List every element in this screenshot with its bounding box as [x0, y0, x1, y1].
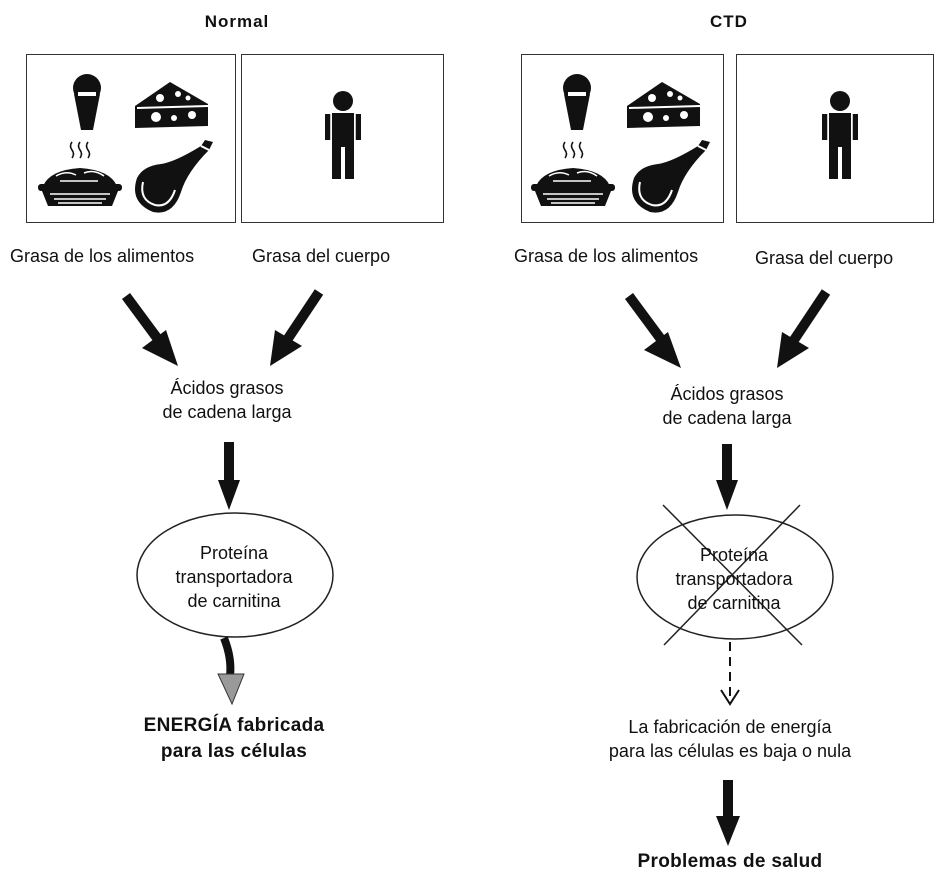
- ctd-food-arrow: [624, 293, 681, 368]
- ctd-dashed-arrow: [720, 642, 740, 706]
- ctd-final-arrow: [716, 780, 740, 846]
- ctd-fatty-acids-line2: de cadena larga: [662, 408, 792, 428]
- normal-protein-line1: Proteína: [199, 543, 269, 563]
- normal-body-arrow: [270, 289, 324, 366]
- person-icon: [324, 90, 362, 180]
- normal-protein-line3: de carnitina: [187, 591, 281, 611]
- ice-cream-cone-icon: [73, 74, 101, 130]
- ctd-title: CTD: [710, 12, 748, 31]
- meat-icon: [631, 139, 711, 214]
- ctd-result: La fabricación de energía para las célul…: [570, 715, 890, 763]
- normal-fatty-acids: Ácidos grasos de cadena larga: [77, 376, 377, 424]
- ctd-protein-line3: de carnitina: [687, 593, 781, 613]
- cheese-icon: [134, 81, 209, 129]
- ctd-protein-line1: Proteína: [699, 545, 769, 565]
- energy-result: ENERGÍA fabricada para las células: [64, 713, 404, 765]
- ctd-fatty-acids: Ácidos grasos de cadena larga: [577, 382, 877, 430]
- normal-fatty-acids-line1: Ácidos grasos: [170, 378, 284, 398]
- normal-protein-ellipse: [136, 512, 334, 638]
- cheese-icon: [626, 81, 701, 129]
- ctd-result-line2: para las células es baja o nula: [608, 741, 852, 761]
- normal-food-arrow: [121, 293, 178, 366]
- health-problems-label: Problemas de salud: [637, 851, 823, 872]
- ctd-fatty-acids-line1: Ácidos grasos: [670, 384, 784, 404]
- blocked-cross-icon: [662, 504, 803, 646]
- energy-result-line2: para las células: [160, 741, 308, 762]
- normal-body-label: Grasa del cuerpo: [252, 246, 391, 266]
- normal-protein-line2: transportadora: [175, 567, 293, 587]
- normal-title: Normal: [204, 12, 270, 31]
- person-icon: [821, 90, 859, 180]
- normal-protein-text: Proteína transportadora de carnitina: [144, 541, 324, 613]
- hot-pie-icon: [37, 141, 123, 207]
- ctd-result-line1: La fabricación de energía: [628, 717, 832, 737]
- hot-pie-icon: [530, 141, 616, 207]
- ctd-protein-text: Proteína transportadora de carnitina: [644, 543, 824, 615]
- normal-down-arrow: [218, 442, 240, 510]
- ctd-body-arrow: [777, 289, 831, 368]
- ctd-food-label: Grasa de los alimentos: [514, 246, 699, 266]
- normal-fatty-acids-line2: de cadena larga: [162, 402, 292, 422]
- ctd-down-arrow: [716, 444, 738, 510]
- normal-food-label: Grasa de los alimentos: [10, 246, 195, 266]
- ice-cream-cone-icon: [563, 74, 591, 130]
- ctd-body-label: Grasa del cuerpo: [755, 248, 894, 268]
- ctd-protein-line2: transportadora: [675, 569, 793, 589]
- energy-arrow: [217, 636, 245, 706]
- meat-icon: [134, 139, 214, 214]
- energy-result-line1: ENERGÍA fabricada: [143, 715, 325, 736]
